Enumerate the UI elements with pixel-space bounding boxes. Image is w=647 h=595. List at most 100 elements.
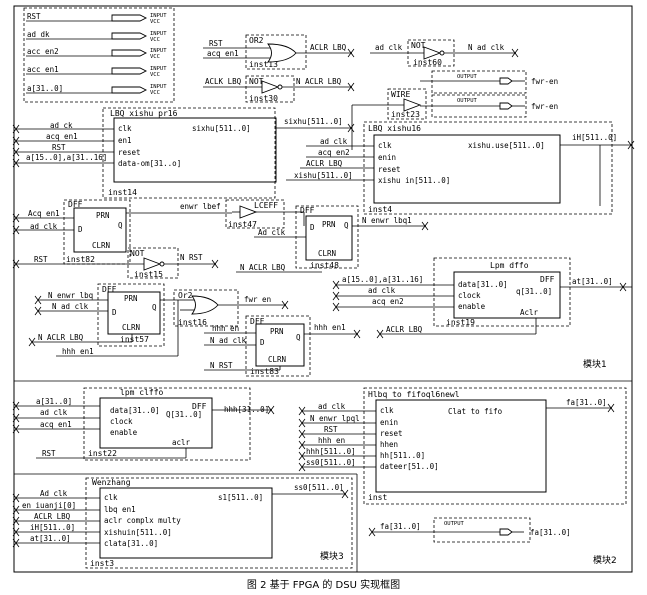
block-lbq-xishu16: LBQ xishu16 inst4 clk enin reset xishu i… <box>286 121 635 215</box>
svg-text:Wenzhang: Wenzhang <box>92 478 131 487</box>
svg-text:fa[31..0]: fa[31..0] <box>566 398 607 407</box>
svg-text:inst60: inst60 <box>413 58 442 67</box>
svg-text:RST: RST <box>42 449 56 458</box>
svg-text:hhh en1: hhh en1 <box>62 347 94 356</box>
svg-text:enwr lbef: enwr lbef <box>180 202 221 211</box>
not-gate-inst15: NOT inst15 RST N RST <box>12 247 219 279</box>
svg-text:DFF: DFF <box>540 275 555 284</box>
svg-text:inst: inst <box>368 493 387 502</box>
block-lpm-clffo: lpm clffo inst22 DFF data[31..0] clock e… <box>12 387 275 461</box>
svg-text:CLRN: CLRN <box>92 241 110 250</box>
svg-text:PRN: PRN <box>322 220 336 229</box>
svg-text:data[31..0]: data[31..0] <box>110 406 160 415</box>
not-gate-inst30: NOT inst30 ACLK LBQ N ACLR LBQ <box>203 75 355 103</box>
not-gate-inst60: NOT inst60 ad clk N ad clk <box>370 39 519 67</box>
svg-text:fa[31..0]: fa[31..0] <box>380 522 421 531</box>
svg-text:N enwr lbq: N enwr lbq <box>48 291 93 300</box>
svg-text:inst83: inst83 <box>250 367 279 376</box>
svg-text:Aclr: Aclr <box>520 308 539 317</box>
svg-text:inst16: inst16 <box>178 318 207 327</box>
block-lbq-xishu-pr16: LBQ xishu pr16 inst14 clk en1 reset data… <box>12 107 355 199</box>
svg-text:inst15: inst15 <box>134 270 163 279</box>
module2-label: 模块2 <box>593 554 617 566</box>
svg-text:Q: Q <box>296 333 301 342</box>
svg-text:VCC: VCC <box>150 90 160 96</box>
block-lpm-dffo: Lpm dffo inst19 DFF data[31..0] clock en… <box>332 257 632 339</box>
svg-text:lpm clffo: lpm clffo <box>120 388 164 397</box>
wire-buffer-inst23: WIRE inst23 <box>351 88 427 150</box>
svg-text:Ad clk: Ad clk <box>40 489 68 498</box>
svg-text:OUTPUT: OUTPUT <box>444 521 465 527</box>
svg-text:ACLR LBQ: ACLR LBQ <box>310 43 347 52</box>
svg-text:DFF: DFF <box>192 402 207 411</box>
input-pins-group: RST INPUT VCC ad dk INPUT VCC acc en2 IN… <box>23 7 175 103</box>
input-pin: RST INPUT VCC <box>26 12 167 25</box>
svg-text:inst23: inst23 <box>391 110 420 119</box>
svg-text:LCEFF: LCEFF <box>254 201 278 210</box>
svg-text:ACLR LBQ: ACLR LBQ <box>34 512 71 521</box>
svg-text:hhh en: hhh en <box>318 436 345 445</box>
svg-text:s1[511..0]: s1[511..0] <box>218 493 263 502</box>
svg-text:RST: RST <box>52 143 66 152</box>
svg-text:fa[31..0]: fa[31..0] <box>530 528 571 537</box>
dff-inst83: DFF inst83 PRN D Q CLRN hhh en N ad clk … <box>204 315 361 377</box>
svg-text:fwr en: fwr en <box>244 295 271 304</box>
svg-text:sixhu[511..0]: sixhu[511..0] <box>284 117 343 126</box>
svg-text:lbq en1: lbq en1 <box>104 505 136 514</box>
svg-text:ss0[511..0]: ss0[511..0] <box>306 458 356 467</box>
svg-text:ad clk: ad clk <box>368 286 396 295</box>
svg-text:INPUT: INPUT <box>150 66 167 72</box>
svg-text:clock: clock <box>458 291 481 300</box>
svg-text:acq en1: acq en1 <box>207 49 239 58</box>
svg-text:iH[511..0]: iH[511..0] <box>572 133 617 142</box>
svg-text:NOT: NOT <box>130 249 145 258</box>
dff-inst48: DFF inst48 PRN D Q CLRN Ad clk N enwr lb… <box>254 205 429 270</box>
svg-text:INPUT: INPUT <box>150 84 167 90</box>
svg-text:PRN: PRN <box>96 211 110 220</box>
input-pin: a[31..0] INPUT VCC <box>26 84 167 96</box>
svg-text:hhh en: hhh en <box>212 324 239 333</box>
svg-text:INPUT: INPUT <box>150 31 167 37</box>
svg-text:xishu.use[511..0]: xishu.use[511..0] <box>468 141 545 150</box>
svg-text:hhh[31..0]: hhh[31..0] <box>224 405 269 414</box>
svg-text:aclr: aclr <box>172 438 191 447</box>
svg-text:Q: Q <box>118 221 123 230</box>
svg-text:ACLR LBQ: ACLR LBQ <box>386 325 423 334</box>
svg-text:ad clk: ad clk <box>375 43 403 52</box>
svg-text:Q: Q <box>152 303 157 312</box>
svg-text:ACLR LBQ: ACLR LBQ <box>306 159 343 168</box>
input-pin: acc en2 INPUT VCC <box>26 47 167 60</box>
svg-text:enable: enable <box>110 428 138 437</box>
svg-text:sixhu[511..0]: sixhu[511..0] <box>192 124 251 133</box>
svg-text:Or2: Or2 <box>178 291 193 300</box>
svg-text:LBQ xishu pr16: LBQ xishu pr16 <box>110 109 178 118</box>
svg-text:inst13: inst13 <box>249 60 278 69</box>
svg-text:acc en2: acc en2 <box>27 47 59 56</box>
svg-text:DFF: DFF <box>102 285 117 294</box>
svg-text:Q: Q <box>344 221 349 230</box>
svg-text:hhh[511..0]: hhh[511..0] <box>306 447 356 456</box>
svg-text:inst14: inst14 <box>108 188 137 197</box>
svg-text:Clat to fifo: Clat to fifo <box>448 407 503 416</box>
svg-text:iH[511..0]: iH[511..0] <box>30 523 75 532</box>
svg-text:D: D <box>78 225 83 234</box>
svg-text:dateer[51..0]: dateer[51..0] <box>380 462 439 471</box>
lceff-buffer-inst47: LCEFF inst47 <box>225 199 305 229</box>
dff-inst57: DFF inst57 PRN D Q CLRN N enwr lbq N ad … <box>28 283 180 357</box>
svg-text:reset: reset <box>378 165 401 174</box>
output-pin-fa: fa[31..0] OUTPUT fa[31..0] <box>368 517 571 543</box>
svg-text:fwr-en: fwr-en <box>531 77 558 86</box>
svg-text:inst48: inst48 <box>310 261 339 270</box>
svg-text:enin: enin <box>378 153 396 162</box>
svg-text:enable: enable <box>458 302 486 311</box>
svg-text:N ACLR LBQ: N ACLR LBQ <box>296 77 342 86</box>
svg-text:clata[31..0]: clata[31..0] <box>104 539 158 548</box>
svg-text:INPUT: INPUT <box>150 48 167 54</box>
svg-text:inst3: inst3 <box>90 559 114 568</box>
svg-text:data[31..0]: data[31..0] <box>458 280 508 289</box>
svg-text:CLRN: CLRN <box>318 249 336 258</box>
svg-text:OR2: OR2 <box>249 36 264 45</box>
svg-text:N ad clk: N ad clk <box>52 302 89 311</box>
input-pin: ad dk INPUT VCC <box>26 30 167 43</box>
